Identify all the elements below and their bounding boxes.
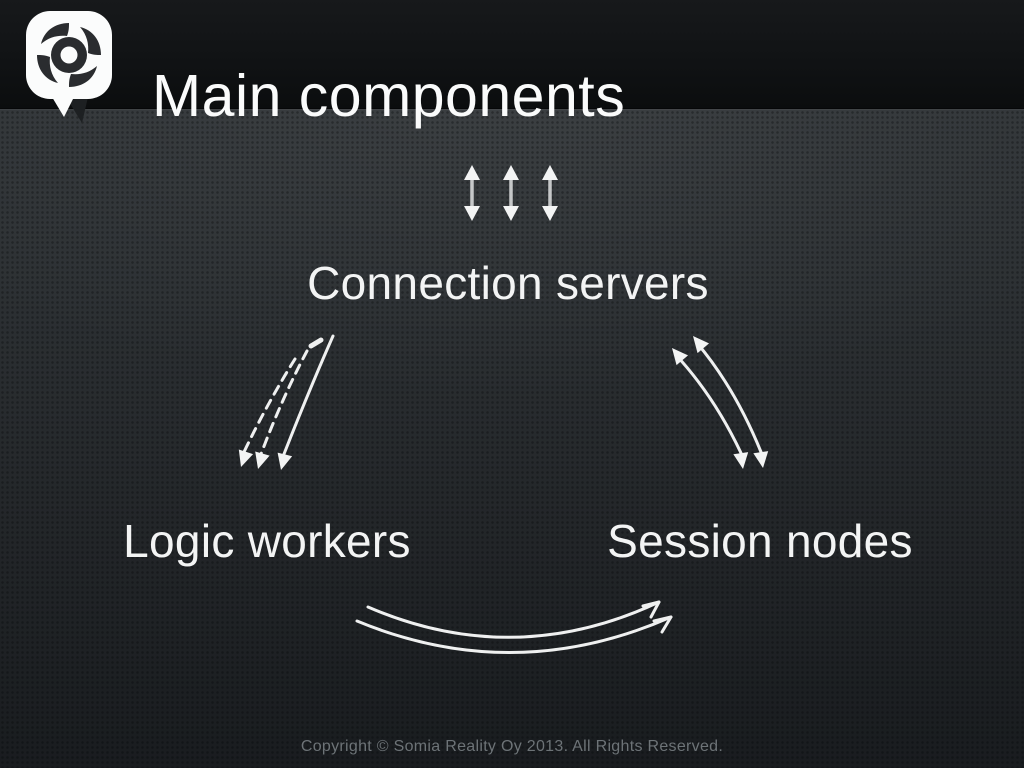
node-connection-servers: Connection servers <box>307 257 709 309</box>
arrow-connection-to-logic <box>238 334 335 470</box>
app-logo <box>26 11 114 127</box>
node-session-nodes: Session nodes <box>607 515 913 567</box>
pinwheel-speech-bubble-icon <box>26 11 112 123</box>
arrow-connection-session-bidirectional <box>672 336 769 469</box>
node-logic-workers: Logic workers <box>123 515 411 567</box>
arrow-logic-to-session <box>355 600 673 655</box>
copyright-text: Copyright © Somia Reality Oy 2013. All R… <box>300 738 724 755</box>
slide-title: Main components <box>152 62 626 129</box>
bidirectional-arrows-top <box>464 165 558 221</box>
slide-header <box>0 0 1024 109</box>
